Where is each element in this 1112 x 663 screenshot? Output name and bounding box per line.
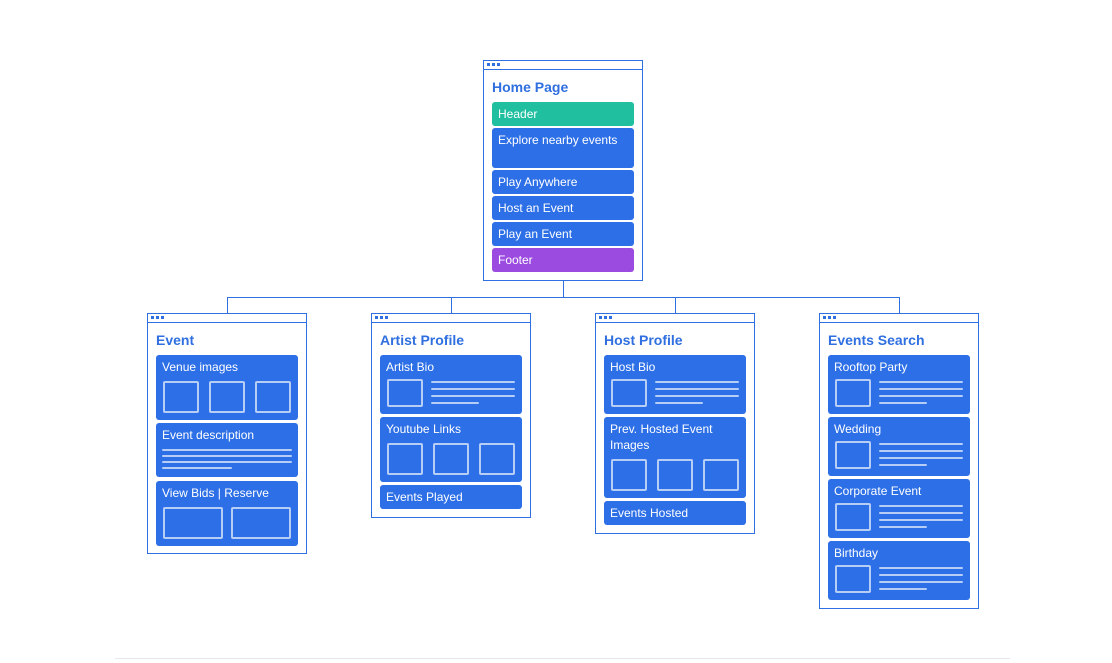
search-result-rooftop: Rooftop Party — [828, 355, 970, 414]
text-placeholder-line — [879, 402, 927, 404]
image-placeholder-icon — [387, 379, 423, 407]
search-result-birthday: Birthday — [828, 541, 970, 600]
text-placeholder-line — [879, 574, 963, 576]
window-dots-icon — [823, 316, 836, 319]
page-title: Home Page — [492, 79, 569, 95]
host-events-hosted-block: Events Hosted — [604, 501, 746, 525]
text-placeholder-line — [162, 467, 232, 469]
image-placeholder-icon — [835, 503, 871, 531]
text-placeholder-line — [879, 588, 927, 590]
page-title: Artist Profile — [380, 332, 465, 348]
home-play-anywhere-block: Play Anywhere — [492, 170, 634, 194]
image-placeholder-icon — [209, 381, 245, 413]
window-dots-icon — [375, 316, 388, 319]
host-prev-hosted-block: Prev. Hosted Event Images — [604, 417, 746, 498]
search-result-corporate: Corporate Event — [828, 479, 970, 538]
image-placeholder-icon — [611, 459, 647, 491]
text-placeholder-line — [655, 395, 739, 397]
artist-events-played-block: Events Played — [380, 485, 522, 509]
image-placeholder-icon — [163, 381, 199, 413]
image-placeholder-icon — [835, 379, 871, 407]
window-dots-icon — [487, 63, 500, 66]
host-profile-frame: Host Profile Host Bio Prev. Hosted Event… — [595, 313, 755, 534]
image-placeholder-icon — [835, 565, 871, 593]
home-host-block: Host an Event — [492, 196, 634, 220]
artist-youtube-links-block: Youtube Links — [380, 417, 522, 482]
text-placeholder-line — [162, 455, 292, 457]
home-page-frame: Home Page Header Explore nearby events P… — [483, 60, 643, 281]
video-placeholder-icon — [387, 443, 423, 475]
home-explore-block: Explore nearby events — [492, 128, 634, 168]
text-placeholder-line — [431, 381, 515, 383]
page-title: Event — [156, 332, 195, 348]
home-footer-block: Footer — [492, 248, 634, 272]
home-header-block: Header — [492, 102, 634, 126]
event-view-bids-block: View Bids | Reserve — [156, 481, 298, 546]
text-placeholder-line — [879, 526, 927, 528]
image-placeholder-icon — [255, 381, 291, 413]
home-play-block: Play an Event — [492, 222, 634, 246]
button-placeholder-icon — [231, 507, 291, 539]
text-placeholder-line — [655, 381, 739, 383]
video-placeholder-icon — [433, 443, 469, 475]
text-placeholder-line — [431, 395, 515, 397]
page-title: Host Profile — [604, 332, 683, 348]
image-placeholder-icon — [611, 379, 647, 407]
events-search-frame: Events Search Rooftop Party Wedding Corp… — [819, 313, 979, 609]
event-page-frame: Event Venue images Event description Vie… — [147, 313, 307, 554]
artist-profile-frame: Artist Profile Artist Bio Youtube Links … — [371, 313, 531, 518]
text-placeholder-line — [879, 505, 963, 507]
window-bar — [820, 314, 978, 323]
window-bar — [372, 314, 530, 323]
text-placeholder-line — [431, 402, 479, 404]
text-placeholder-line — [879, 450, 963, 452]
image-placeholder-icon — [835, 441, 871, 469]
text-placeholder-line — [879, 567, 963, 569]
window-bar — [484, 61, 642, 70]
window-bar — [596, 314, 754, 323]
bottom-divider — [115, 658, 1010, 659]
window-bar — [148, 314, 306, 323]
text-placeholder-line — [879, 464, 927, 466]
event-description-block: Event description — [156, 423, 298, 477]
search-result-wedding: Wedding — [828, 417, 970, 476]
text-placeholder-line — [879, 581, 963, 583]
image-placeholder-icon — [703, 459, 739, 491]
text-placeholder-line — [879, 381, 963, 383]
text-placeholder-line — [879, 512, 963, 514]
image-placeholder-icon — [657, 459, 693, 491]
text-placeholder-line — [162, 461, 292, 463]
text-placeholder-line — [879, 395, 963, 397]
button-placeholder-icon — [163, 507, 223, 539]
window-dots-icon — [151, 316, 164, 319]
text-placeholder-line — [879, 388, 963, 390]
text-placeholder-line — [431, 388, 515, 390]
text-placeholder-line — [879, 519, 963, 521]
text-placeholder-line — [655, 402, 703, 404]
video-placeholder-icon — [479, 443, 515, 475]
window-dots-icon — [599, 316, 612, 319]
page-title: Events Search — [828, 332, 925, 348]
host-bio-block: Host Bio — [604, 355, 746, 414]
text-placeholder-line — [162, 449, 292, 451]
text-placeholder-line — [879, 443, 963, 445]
artist-bio-block: Artist Bio — [380, 355, 522, 414]
text-placeholder-line — [879, 457, 963, 459]
text-placeholder-line — [655, 388, 739, 390]
event-venue-images-block: Venue images — [156, 355, 298, 420]
